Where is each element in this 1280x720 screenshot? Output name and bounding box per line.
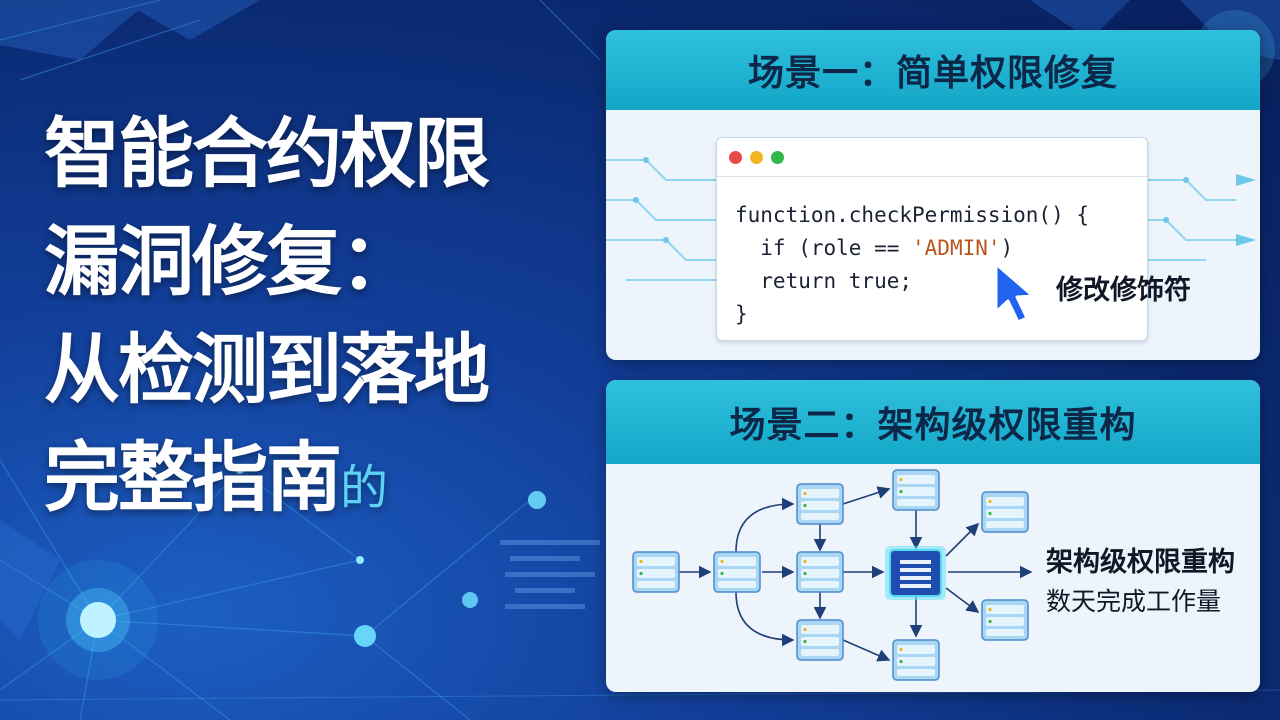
title-line-1: 智能合约权限 (44, 109, 490, 198)
code-line-4: } (735, 302, 748, 326)
code-line-2-suffix: ) (1000, 236, 1014, 260)
window-minimize-dot-icon (750, 151, 763, 164)
window-titlebar (717, 138, 1147, 177)
window-close-dot-icon (729, 151, 742, 164)
server-node-icon (981, 599, 1029, 641)
scenario-2-panel: 场景二：架构级权限重构 (606, 380, 1260, 692)
main-title: 智能合约权限 漏洞修复： 从检测到落地 完整指南的 (44, 100, 604, 542)
title-line-4-suffix: 的 (340, 460, 389, 516)
cursor-arrow-icon (994, 262, 1035, 324)
server-node-icon (981, 491, 1029, 533)
code-line-2-prefix: if (role == (735, 236, 913, 260)
code-snippet: function.checkPermission() { if (role ==… (717, 177, 1147, 331)
scenario-1-panel: 场景一：简单权限修复 function.checkPermission() { … (606, 30, 1260, 360)
central-hub-icon (885, 546, 946, 600)
code-line-3: return true; (735, 269, 913, 293)
server-node-icon (632, 551, 680, 593)
title-line-4: 完整指南的 (44, 424, 604, 542)
circuit-arrow-icon (606, 157, 1256, 281)
server-node-icon (892, 639, 940, 681)
architecture-label-subtitle: 数天完成工作量 (1046, 587, 1222, 616)
server-node-icon (796, 619, 844, 661)
code-window: function.checkPermission() { if (role ==… (716, 137, 1148, 341)
modifier-annotation: 修改修饰符 (1056, 275, 1191, 306)
title-line-4-text: 完整指南 (44, 433, 342, 522)
title-line-3: 从检测到落地 (44, 325, 490, 414)
code-line-2: if (role == 'ADMIN') (735, 232, 1147, 265)
code-line-1: function.checkPermission() { (735, 203, 1090, 227)
server-node-icon (796, 551, 844, 593)
architecture-label-title: 架构级权限重构 (1046, 547, 1235, 578)
window-maximize-dot-icon (771, 151, 784, 164)
scenario-2-header: 场景二：架构级权限重构 (606, 380, 1260, 464)
title-line-2: 漏洞修复： (44, 217, 416, 306)
scenario-1-header: 场景一：简单权限修复 (606, 30, 1260, 110)
architecture-diagram (632, 469, 1033, 681)
server-node-icon (892, 469, 940, 511)
code-string-literal: 'ADMIN' (912, 236, 1001, 260)
server-node-icon (713, 551, 761, 593)
server-node-icon (796, 483, 844, 525)
